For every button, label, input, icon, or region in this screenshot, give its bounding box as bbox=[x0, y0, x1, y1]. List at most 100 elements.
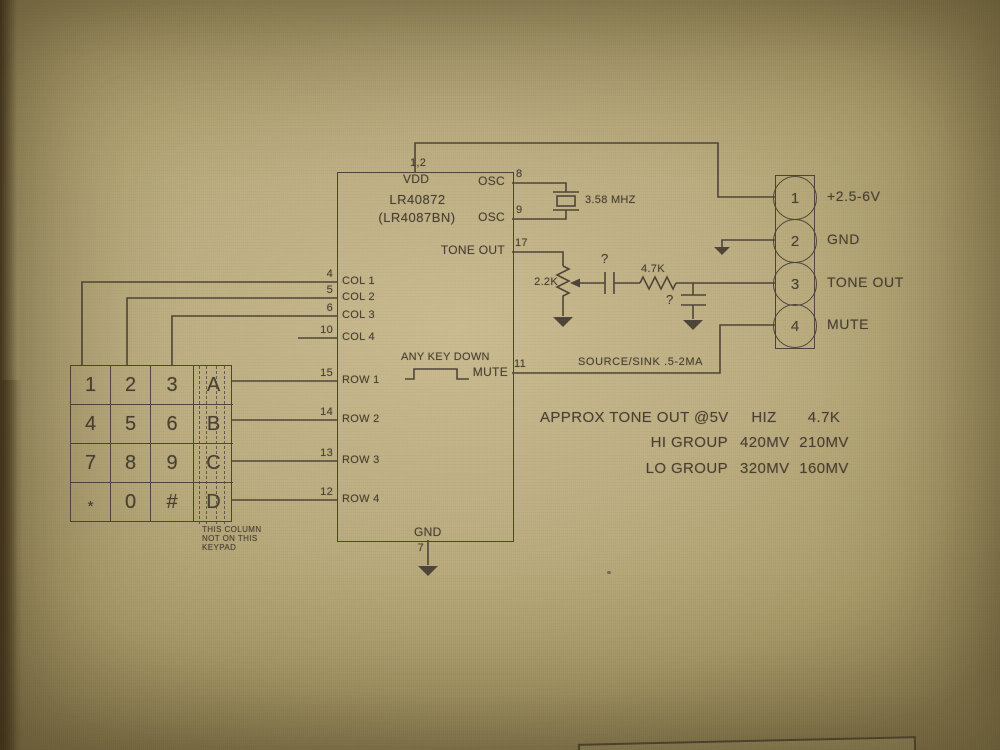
ic-row4-label: ROW 4 bbox=[342, 493, 380, 505]
keypad-column4-hatch bbox=[199, 366, 200, 524]
wire-osc9 bbox=[512, 210, 567, 220]
wire-col3 bbox=[171, 315, 337, 365]
resistor-4k7-symbol bbox=[639, 275, 677, 291]
mute-sourcesink-note: SOURCE/SINK .5-2MA bbox=[578, 356, 704, 368]
tone-table-lo-4k7-value: 160MV bbox=[799, 460, 849, 477]
ground-symbol-pin2 bbox=[714, 247, 730, 255]
ic-mute-label: MUTE bbox=[472, 365, 508, 379]
keypad-column4-hatch bbox=[224, 366, 225, 524]
pot-wiper-arrow bbox=[570, 278, 580, 288]
keypad-key-9: 9 bbox=[151, 444, 194, 483]
anykey-waveform bbox=[405, 368, 469, 380]
pot-value-label: 2.2K bbox=[534, 276, 558, 288]
wire-gnd-pin2 bbox=[721, 239, 775, 247]
tone-table-hi-4k7-value: 210MV bbox=[799, 434, 849, 451]
wire-col2 bbox=[126, 297, 337, 365]
keypad-note-line1: THIS COLUMN bbox=[202, 525, 262, 534]
tone-table-hi-hiz-value: 420MV bbox=[740, 434, 790, 451]
ic-osc8-label: OSC bbox=[478, 174, 505, 188]
connector-pin3-label: TONE OUT bbox=[827, 274, 904, 290]
keypad-key-4: 4 bbox=[71, 405, 111, 444]
keypad-key-0: 0 bbox=[111, 483, 151, 522]
ic-toneout-label: TONE OUT bbox=[440, 243, 505, 257]
pin-number-row3: 13 bbox=[320, 447, 333, 459]
wire-mute-net bbox=[512, 324, 775, 374]
pin-number-row1: 15 bbox=[320, 367, 333, 379]
ic-row1-label: ROW 1 bbox=[342, 374, 380, 386]
ic-row2-label: ROW 2 bbox=[342, 413, 380, 425]
ic-gnd-pin-number: 7 bbox=[417, 542, 424, 554]
shunt-cap-value-label: ? bbox=[666, 292, 674, 307]
connector-pin1-label: +2.5-6V bbox=[827, 188, 881, 204]
tone-table-row-hi-label: HI GROUP bbox=[650, 434, 728, 451]
tone-table-row-lo-label: LO GROUP bbox=[645, 460, 728, 477]
keypad-key-c: C bbox=[194, 444, 233, 483]
ic-col3-label: COL 3 bbox=[342, 309, 375, 321]
keypad-column4-hatch bbox=[206, 366, 207, 524]
wire-osc8 bbox=[512, 182, 567, 192]
pin-number-row4: 12 bbox=[320, 486, 333, 498]
ic-col4-label: COL 4 bbox=[342, 331, 375, 343]
pin-number-osc8: 8 bbox=[516, 168, 523, 180]
crystal-body bbox=[556, 195, 576, 207]
tone-table-col-hiz: HIZ bbox=[751, 409, 777, 426]
pin-number-col3: 6 bbox=[326, 302, 333, 314]
connector-pin2-label: GND bbox=[827, 231, 860, 247]
series-resistor-value-label: 4.7K bbox=[641, 263, 665, 275]
pot-2k2-symbol bbox=[555, 265, 571, 316]
keypad-key-6: 6 bbox=[151, 405, 194, 444]
keypad-key-5: 5 bbox=[111, 405, 151, 444]
keypad-key-hash: # bbox=[151, 483, 194, 522]
keypad-note-line3: KEYPAD bbox=[202, 543, 237, 552]
shunt-cap-symbol bbox=[681, 283, 706, 319]
pin-number-col1: 4 bbox=[326, 268, 333, 280]
keypad-key-1: 1 bbox=[71, 366, 111, 405]
series-cap-value-label: ? bbox=[601, 251, 609, 266]
ic-osc9-label: OSC bbox=[478, 210, 505, 224]
connector-pin-4: 4 bbox=[773, 304, 817, 348]
connector-pin-2: 2 bbox=[773, 219, 817, 263]
ic-col2-label: COL 2 bbox=[342, 291, 375, 303]
keypad-note-line2: NOT ON THIS bbox=[202, 534, 258, 543]
connector-outline bbox=[775, 175, 815, 349]
keypad-matrix: 1 2 3 A 4 5 6 B 7 8 9 C * 0 # D bbox=[70, 365, 233, 522]
ground-symbol-pot bbox=[553, 317, 573, 327]
pin-number-col4: 10 bbox=[320, 324, 333, 336]
ic-part-number-alt: (LR4087BN) bbox=[378, 210, 456, 225]
tone-table-lo-hiz-value: 320MV bbox=[740, 460, 790, 477]
keypad-key-star: * bbox=[71, 483, 111, 522]
tone-table-title: APPROX TONE OUT @5V bbox=[540, 409, 729, 426]
wire-col1 bbox=[81, 281, 337, 365]
ic-row3-label: ROW 3 bbox=[342, 454, 380, 466]
wire-toneout bbox=[512, 251, 564, 266]
ground-symbol-ic bbox=[418, 566, 438, 576]
wire-vdd-net bbox=[414, 142, 775, 198]
connector-pin-1: 1 bbox=[773, 176, 817, 220]
series-cap-symbol bbox=[604, 272, 615, 294]
ic-vdd-label: VDD bbox=[403, 172, 430, 186]
pin-number-osc9: 9 bbox=[516, 204, 523, 216]
crystal-value-label: 3.58 MHZ bbox=[585, 194, 636, 206]
keypad-key-7: 7 bbox=[71, 444, 111, 483]
paper-speck bbox=[607, 571, 611, 574]
keypad-key-2: 2 bbox=[111, 366, 151, 405]
photo-left-shadow-lower bbox=[0, 380, 22, 750]
keypad-key-d: D bbox=[206, 491, 221, 513]
pin-number-mute: 11 bbox=[514, 358, 527, 370]
ic-gnd-label: GND bbox=[414, 525, 442, 539]
ic-part-number: LR40872 bbox=[389, 192, 446, 207]
ic-anykeydown-label: ANY KEY DOWN bbox=[401, 351, 490, 363]
crystal-plates bbox=[553, 191, 579, 211]
keypad-column4-hatch bbox=[216, 366, 217, 524]
keypad-key-8: 8 bbox=[111, 444, 151, 483]
pin-number-row2: 14 bbox=[320, 406, 333, 418]
connector-pin4-label: MUTE bbox=[827, 316, 870, 332]
ic-outline bbox=[337, 172, 514, 542]
pin-number-col2: 5 bbox=[326, 284, 333, 296]
tone-table-col-4k7: 4.7K bbox=[807, 409, 841, 426]
keypad-key-3: 3 bbox=[151, 366, 194, 405]
connector-pin-3: 3 bbox=[773, 262, 817, 306]
ic-col1-label: COL 1 bbox=[342, 275, 375, 287]
